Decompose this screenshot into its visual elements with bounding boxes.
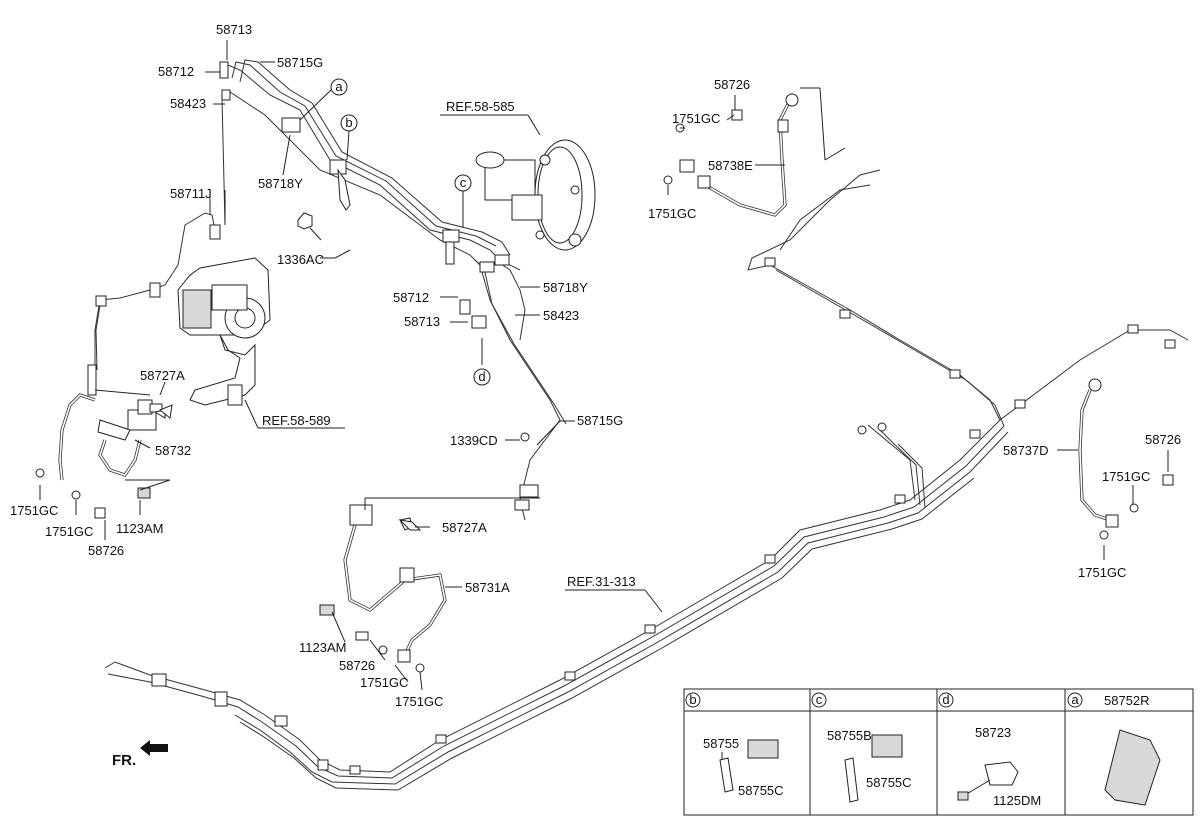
- label-58737d: 58737D: [1003, 443, 1049, 458]
- label-58718y-left: 58718Y: [258, 176, 303, 191]
- detail-cell-b-circle: [685, 692, 701, 708]
- label-58423-mid: 58423: [543, 308, 579, 323]
- label-1123am-left: 1123AM: [116, 521, 163, 536]
- label-58712-top: 58712: [158, 64, 194, 79]
- rear-left-hose: [663, 93, 799, 217]
- detail-cell-a-part: 58752R: [1104, 693, 1150, 708]
- callout-circle-b: b: [345, 115, 352, 130]
- small-parts: [159, 212, 530, 531]
- label-58715g-mid: 58715G: [577, 413, 623, 428]
- detail-cell-c-letter: c: [816, 692, 823, 707]
- label-58738e: 58738E: [708, 158, 753, 173]
- detail-cell-b-part-2: 58755C: [738, 783, 784, 798]
- hecu-abs-module: [177, 257, 271, 406]
- label-58731a: 58731A: [465, 580, 510, 595]
- label-1751gc-left-1: 1751GC: [10, 503, 58, 518]
- label-ref-58-585: REF.58-585: [446, 99, 515, 114]
- callout-circle-a: a: [335, 79, 343, 94]
- label-58713-mid: 58713: [404, 314, 440, 329]
- brake-booster: [475, 139, 596, 251]
- label-1751gc-left-2: 1751GC: [45, 524, 93, 539]
- upper-clips: [95, 61, 539, 511]
- front-left-hose: [35, 364, 166, 519]
- detail-table: b 58755 58755C c 58755B 58755C d 58723 1…: [683, 688, 1194, 816]
- label-1123am-mid: 1123AM: [299, 640, 346, 655]
- detail-cell-d-part-2: 1125DM: [993, 793, 1041, 808]
- detail-cell-c-circle: [811, 692, 827, 708]
- part-labels: 58713 58712 58715G 58423 58718Y 58711J 1…: [10, 22, 1181, 709]
- label-58715g-top: 58715G: [277, 55, 323, 70]
- front-direction-indicator: FR.: [112, 740, 168, 769]
- callout-circle-d: d: [478, 369, 485, 384]
- label-1751gc-right-2: 1751GC: [1078, 565, 1126, 580]
- detail-cell-d-letter: d: [942, 692, 949, 707]
- label-ref-31-313: REF.31-313: [567, 574, 636, 589]
- label-1339cd: 1339CD: [450, 433, 498, 448]
- label-58727a-left: 58727A: [140, 368, 185, 383]
- label-1751gc-right-1: 1751GC: [1102, 469, 1150, 484]
- label-58726-right: 58726: [1145, 432, 1181, 447]
- detail-cell-a-letter: a: [1071, 692, 1079, 707]
- label-58712-mid: 58712: [393, 290, 429, 305]
- detail-cell-d-part-1: 58723: [975, 725, 1011, 740]
- leader-lines: [39, 40, 1169, 691]
- label-1336ac: 1336AC: [277, 252, 324, 267]
- callout-circle-c: c: [460, 175, 467, 190]
- label-58713-top: 58713: [216, 22, 252, 37]
- label-58726-top-right: 58726: [714, 77, 750, 92]
- label-1751gc-mid-1: 1751GC: [360, 675, 408, 690]
- label-58727a-mid: 58727A: [442, 520, 487, 535]
- label-58726-mid: 58726: [339, 658, 375, 673]
- front-label: FR.: [112, 752, 136, 769]
- label-58726-left: 58726: [88, 543, 124, 558]
- label-58423-top: 58423: [170, 96, 206, 111]
- detail-cell-b-letter: b: [689, 692, 696, 707]
- label-58718y-mid: 58718Y: [543, 280, 588, 295]
- detail-cell-c-part-1: 58755B: [827, 728, 872, 743]
- rear-right-hose: [1078, 378, 1174, 540]
- detail-cell-a-circle: [1067, 692, 1083, 708]
- detail-cell-c-part-2: 58755C: [866, 775, 912, 790]
- callout-circles: a b c d: [299, 78, 491, 386]
- label-ref-58-589: REF.58-589: [262, 413, 331, 428]
- label-58732: 58732: [155, 443, 191, 458]
- label-1751gc-top-right-2: 1751GC: [648, 206, 696, 221]
- detail-cell-b-part-1: 58755: [703, 736, 739, 751]
- label-1751gc-top-right-1: 1751GC: [672, 111, 720, 126]
- detail-cell-d-circle: [938, 692, 954, 708]
- upper-brake-lines: [94, 59, 567, 521]
- line-clips: [151, 257, 1176, 775]
- label-58711j: 58711J: [170, 186, 212, 201]
- front-arrow-icon: [140, 740, 168, 756]
- label-1751gc-mid-2: 1751GC: [395, 694, 443, 709]
